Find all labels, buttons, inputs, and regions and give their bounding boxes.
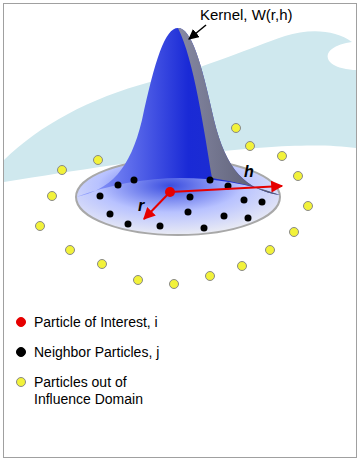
- legend-item: Particles out of Influence Domain: [16, 374, 174, 408]
- kernel-label: Kernel, W(r,h): [200, 6, 293, 24]
- kernel-shade: [178, 28, 280, 195]
- legend-swatch: [16, 377, 26, 387]
- legend-item: Neighbor Particles, j: [16, 344, 174, 361]
- particle-of-interest: [165, 187, 175, 197]
- legend-swatch: [16, 347, 26, 357]
- frame: [4, 4, 357, 458]
- kernel-bell: [76, 28, 280, 197]
- legend-text: Neighbor Particles, j: [34, 344, 174, 361]
- legend-text: Particle of Interest, i: [34, 314, 174, 331]
- neighbor-particles: [97, 177, 266, 232]
- kernel-leader: [189, 25, 206, 39]
- outside-particles: [36, 124, 313, 289]
- legend-text: Particles out of Influence Domain: [34, 374, 174, 408]
- h-label: h: [244, 162, 254, 181]
- r-arrow: [144, 192, 170, 219]
- h-arrow: [170, 186, 282, 192]
- legend-item: Particle of Interest, i: [16, 314, 174, 331]
- r-label: r: [138, 196, 144, 215]
- legend-swatch: [16, 317, 26, 327]
